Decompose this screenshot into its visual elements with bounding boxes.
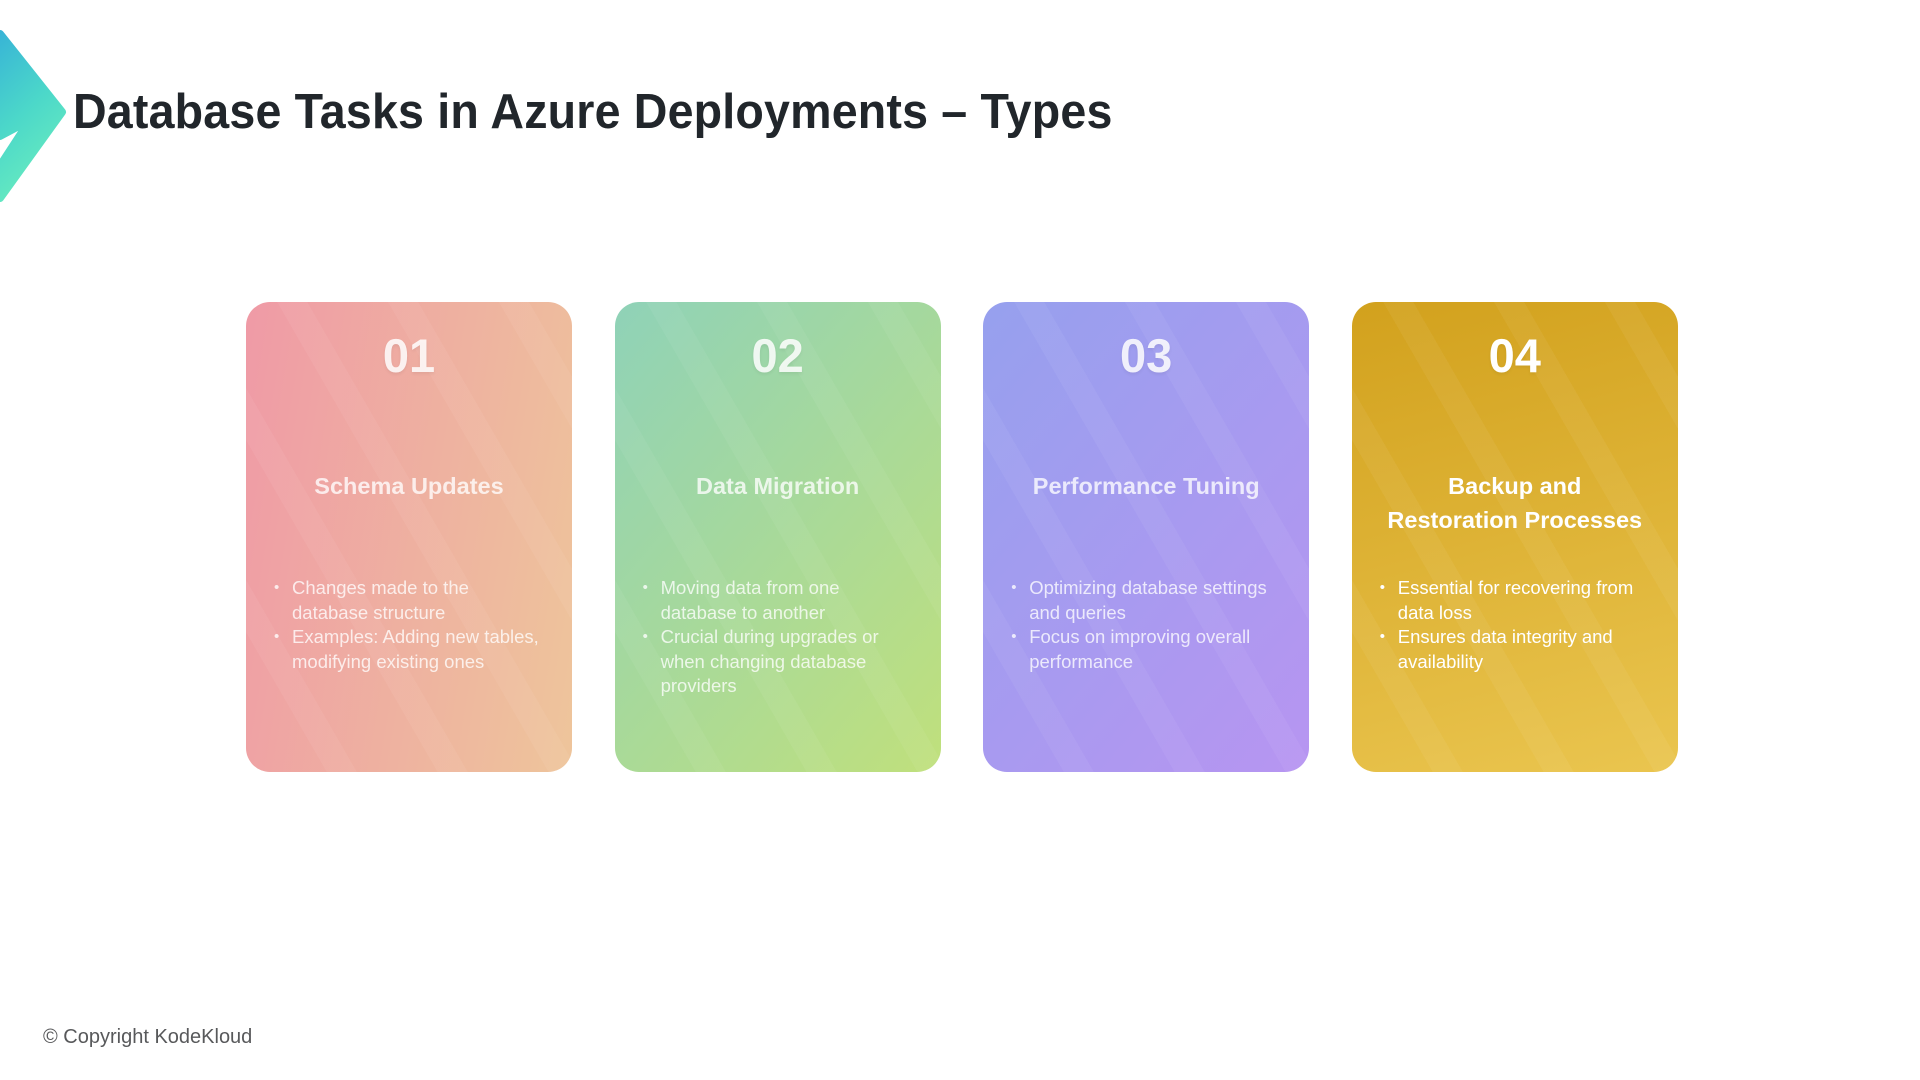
- card-number: 01: [382, 329, 436, 382]
- card-heading: Performance Tuning: [983, 469, 1309, 503]
- bullet-text: Crucial during upgrades or when changing…: [660, 626, 879, 696]
- bullet-marker: •: [642, 628, 648, 645]
- bullet-text: Optimizing database settings and queries: [1029, 577, 1267, 623]
- bullet-list: •Changes made to the database structure …: [246, 576, 572, 674]
- card-heading-line: Data Migration: [695, 473, 860, 499]
- card-data-migration: 02 Data Migration • Moving data from one …: [614, 302, 941, 772]
- bullet-list: • Moving data from one database to anothe…: [615, 576, 941, 699]
- bullet-text: Changes made to the database structure: [292, 577, 469, 623]
- kodekloud-chevron-icon: [0, 30, 66, 202]
- card-performance-tuning: 03 Performance Tuning • Optimizing databa…: [983, 302, 1310, 772]
- bullet-list: • Optimizing database settings and querie…: [983, 576, 1309, 674]
- footer-copyright: © Copyright KodeKloud: [43, 1026, 253, 1048]
- bullet-item: • Focus on improving overall performance: [1011, 625, 1287, 674]
- cards-row: 01 Schema Updates • Changes made to the d…: [246, 302, 1678, 772]
- bullet-text: Focus on improving overall performance: [1029, 626, 1251, 672]
- bullet-marker: •: [1379, 579, 1386, 596]
- card-heading-line: Performance Tuning: [1032, 473, 1260, 499]
- bullet-text: Examples: Adding new tables, modifying e…: [292, 626, 539, 672]
- card-number: 02: [751, 329, 804, 382]
- bullet-item: • Crucial during upgrades or when changin…: [643, 625, 919, 699]
- bullet-marker: •: [1379, 628, 1386, 645]
- card-heading: Data Migration: [615, 469, 941, 503]
- bullet-marker: •: [642, 579, 648, 596]
- card-heading-line: Schema Updates: [314, 473, 504, 499]
- bullet-marker: •: [274, 628, 280, 645]
- card-heading-line: Backup and: [1448, 473, 1582, 499]
- bullet-item: • Moving data from one database to anothe…: [643, 576, 919, 625]
- bullet-item: • Examples: Adding new tables, modifying …: [274, 625, 550, 674]
- bullet-marker: •: [1011, 628, 1017, 645]
- bullet-marker: •: [1011, 579, 1017, 596]
- page-title: Database Tasks in Azure Deployments – Ty…: [73, 85, 1113, 139]
- card-number: 04: [1488, 329, 1541, 382]
- card-heading-line: Restoration Processes: [1387, 507, 1643, 533]
- bullet-text: Moving data from one database to another: [660, 577, 840, 623]
- card-number: 03: [1120, 329, 1173, 382]
- bullet-item: • Ensures data integrity and availability: [1380, 625, 1656, 674]
- card-backup-restoration: 04 Backup and Restoration Processes • Ess…: [1351, 302, 1678, 772]
- bullet-item: • Optimizing database settings and querie…: [1011, 576, 1287, 625]
- bullet-text: Essential for recovering from data loss: [1397, 577, 1634, 623]
- card-heading: Backup and Restoration Processes: [1352, 469, 1678, 537]
- card-schema-updates: 01 Schema Updates • Changes made to the d…: [246, 302, 572, 772]
- bullet-list: • Essential for recovering from data loss…: [1352, 576, 1678, 674]
- bullet-marker: •: [274, 579, 280, 596]
- bullet-text: Ensures data integrity and availability: [1397, 626, 1613, 672]
- card-heading: Schema Updates: [246, 469, 572, 503]
- bullet-item: • Essential for recovering from data loss: [1380, 576, 1656, 625]
- bullet-item: • Changes made to the database structure: [274, 576, 550, 625]
